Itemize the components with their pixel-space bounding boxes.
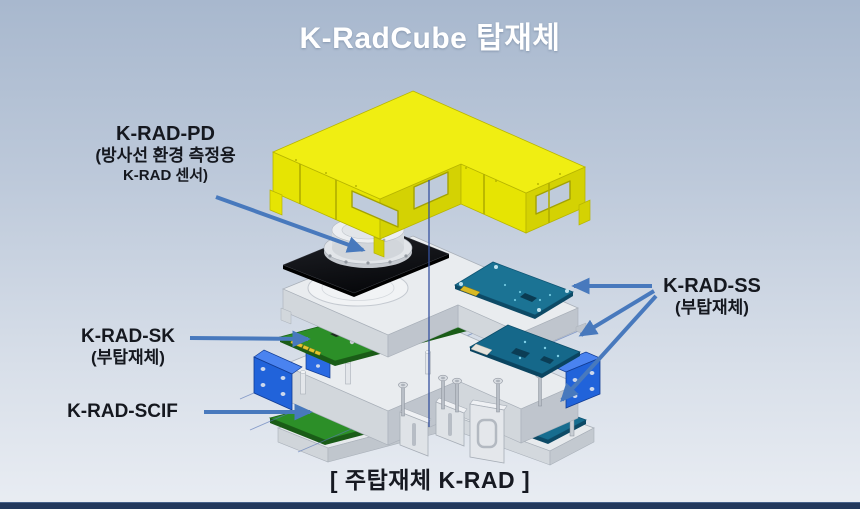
footer-bar	[0, 502, 860, 509]
leader-arrows	[189, 195, 658, 421]
standoffs	[300, 350, 431, 395]
callout-ss-desc: (부탑재체)	[675, 298, 749, 318]
callout-pd-label: K-RAD-PD	[116, 123, 215, 145]
callout-sk-label: K-RAD-SK	[81, 326, 175, 347]
callout-ss: K-RAD-SS (부탑재체)	[648, 274, 776, 319]
footer-caption: [ 주탑재체 K-RAD ]	[329, 467, 531, 493]
callout-ss-label: K-RAD-SS	[663, 275, 761, 297]
ss-arrow-bottom	[560, 294, 658, 403]
cover-window-right	[535, 180, 571, 215]
callout-scif: K-RAD-SCIF	[40, 400, 205, 423]
callout-sk-desc: (부탑재체)	[91, 348, 165, 368]
pd-arrow	[215, 195, 366, 253]
callout-pd-desc1: (방사선 환경 측정용	[95, 146, 236, 166]
shear-plates	[399, 397, 508, 464]
ss-pcb-middle	[469, 324, 581, 378]
cover-window-center	[413, 171, 449, 210]
mounting-bracket-left	[253, 349, 303, 411]
slide-title: K-RadCube 탑재체	[299, 22, 561, 55]
callout-pd-desc2: K-RAD 센서)	[122, 167, 209, 185]
callout-sk: K-RAD-SK (부탑재체)	[48, 325, 208, 369]
callout-scif-label: K-RAD-SCIF	[67, 401, 178, 422]
ss-pcb-top	[454, 261, 574, 319]
sk-arrow	[189, 330, 311, 348]
cover-window-left	[351, 190, 399, 228]
callout-pd: K-RAD-PD (방사선 환경 측정용 K-RAD 센서)	[58, 122, 273, 185]
yellow-cover-housing	[269, 90, 591, 258]
ss-top-connector	[459, 285, 481, 297]
ss-arrow-middle	[578, 289, 656, 337]
